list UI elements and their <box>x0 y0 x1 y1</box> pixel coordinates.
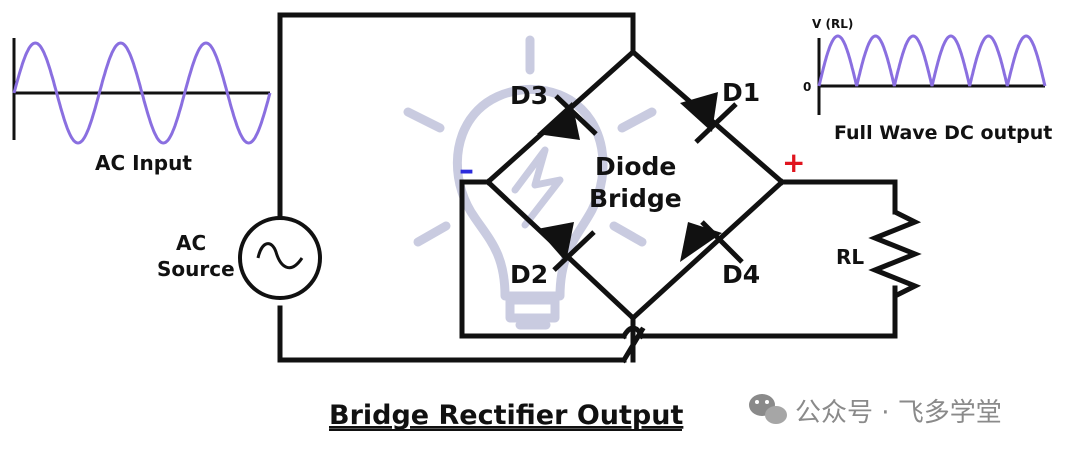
ac-source-label-line2: Source <box>157 257 235 281</box>
ac-source-label-line1: AC <box>176 231 206 255</box>
diagram-title: Bridge Rectifier Output <box>329 400 683 431</box>
sine-wave-source-icon <box>238 216 322 300</box>
lightbulb-icon <box>403 35 657 330</box>
diode-d2-icon <box>537 222 596 272</box>
diode-d4-label: D4 <box>722 260 760 289</box>
diode-d2-label: D2 <box>510 260 548 289</box>
diode-d3-label: D3 <box>510 81 548 110</box>
watermark-text: 公众号 · 飞多学堂 <box>795 398 1002 428</box>
diode-d3-icon <box>537 94 598 140</box>
dc-output-waveform <box>817 34 1047 115</box>
output-caption: Full Wave DC output <box>834 122 1052 144</box>
circuit-wires <box>277 12 898 364</box>
diode-d1-icon <box>680 92 738 144</box>
output-axis-y-label: V (RL) <box>812 17 853 31</box>
bridge-label-line1: Diode <box>595 152 676 181</box>
ac-input-waveform <box>12 38 272 145</box>
diode-d1-label: D1 <box>722 78 760 107</box>
ac-input-label: AC Input <box>95 151 192 175</box>
diode-d4-icon <box>680 220 744 264</box>
bridge-label-line2: Bridge <box>589 184 682 213</box>
positive-terminal-sign: + <box>782 146 805 179</box>
load-resistor-label: RL <box>836 245 864 269</box>
wechat-icon <box>749 394 787 424</box>
negative-terminal-sign: – <box>459 153 474 188</box>
output-axis-zero-label: 0 <box>803 80 811 94</box>
resistor-icon <box>868 209 922 299</box>
